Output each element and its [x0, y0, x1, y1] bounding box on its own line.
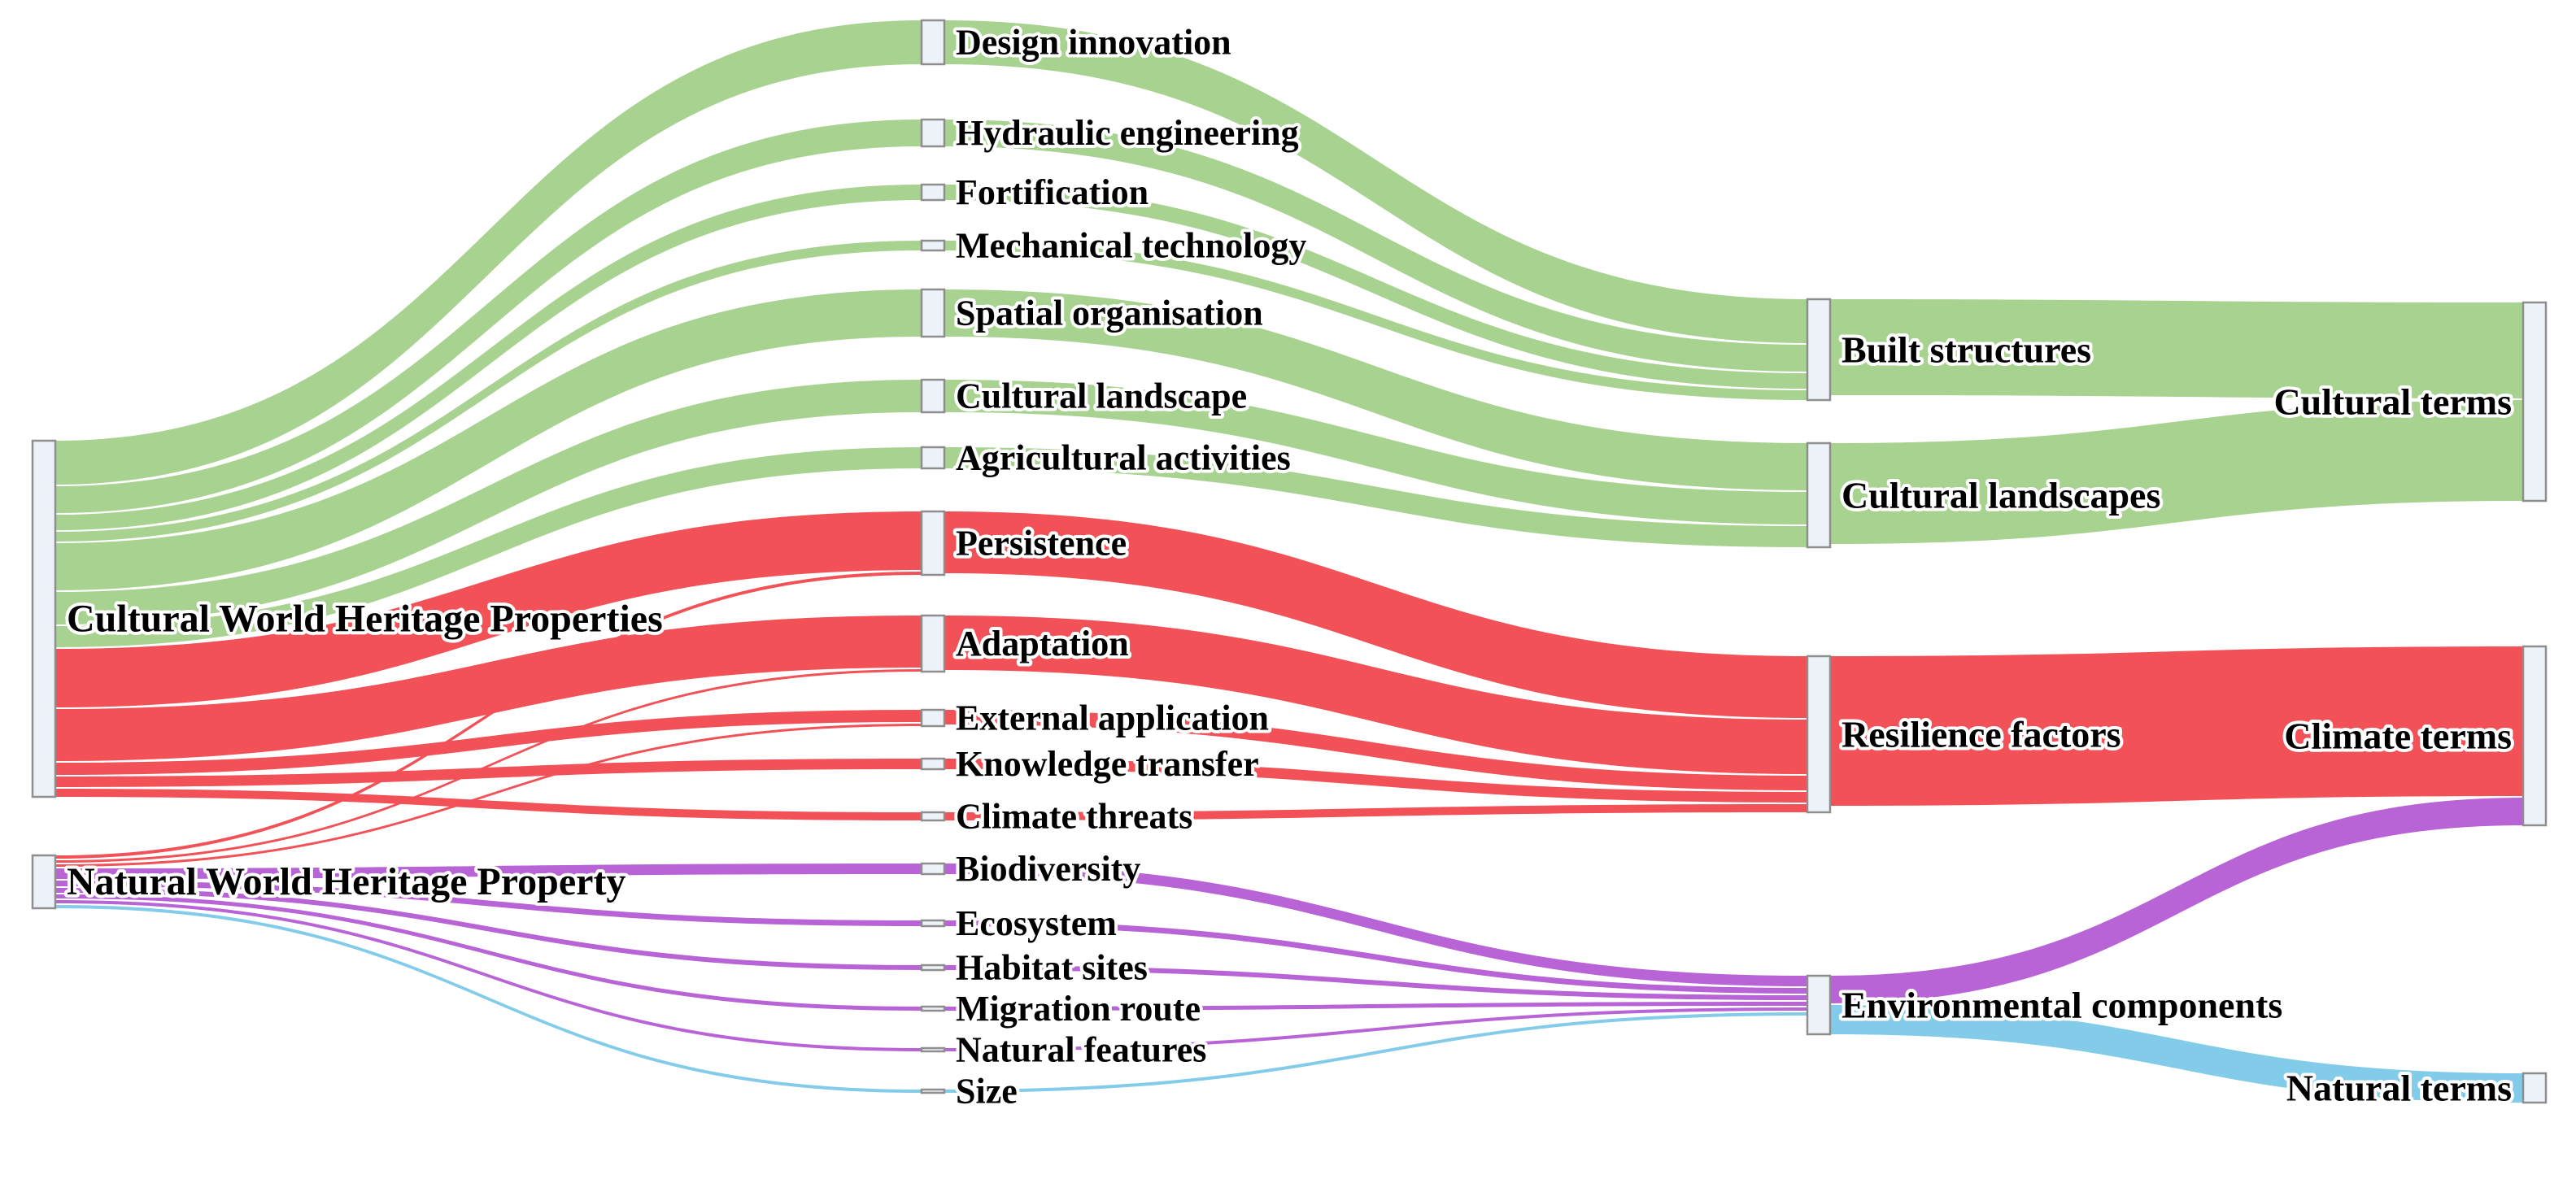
link-nwhp-adaptation[interactable] [55, 669, 922, 863]
label-external: External application [956, 698, 1269, 738]
node-knowledge[interactable] [920, 757, 946, 771]
link-agricultural-cultural_landscapes[interactable] [944, 447, 1807, 547]
label-cultural_terms: Cultural terms [2273, 381, 2512, 423]
label-built: Built structures [1842, 329, 2091, 371]
label-hydraulic: Hydraulic engineering [956, 113, 1299, 153]
link-climate_threats-resilience[interactable] [944, 804, 1807, 820]
link-cwhp-persistence[interactable] [55, 511, 922, 707]
link-nwhp-migration[interactable] [55, 894, 922, 1011]
node-cultural_landscape[interactable] [920, 378, 946, 414]
node-habitat[interactable] [920, 964, 946, 972]
link-nwhp-biodiversity[interactable] [55, 864, 922, 879]
link-cwhp-fortification[interactable] [55, 185, 922, 530]
link-cwhp-knowledge[interactable] [55, 759, 922, 787]
link-fortification-built[interactable] [944, 185, 1807, 389]
node-cultural_terms[interactable] [2522, 301, 2548, 502]
label-design: Design innovation [956, 23, 1231, 63]
link-spatial-cultural_landscapes[interactable] [944, 289, 1807, 490]
label-spatial: Spatial organisation [956, 294, 1263, 333]
node-natural_features[interactable] [920, 1046, 946, 1053]
link-nwhp-natural_features[interactable] [55, 900, 922, 1051]
link-cwhp-agricultural[interactable] [55, 447, 922, 647]
node-natural_terms[interactable] [2522, 1072, 2548, 1104]
label-climate_threats: Climate threats [956, 797, 1192, 837]
node-climate_threats[interactable] [920, 811, 946, 822]
link-cwhp-cultural_landscape[interactable] [55, 380, 922, 624]
link-knowledge-resilience[interactable] [944, 759, 1807, 803]
node-nwhp[interactable] [31, 854, 57, 910]
node-built[interactable] [1806, 298, 1832, 402]
link-ecosystem-env[interactable] [944, 920, 1807, 994]
label-nwhp: Natural World Heritage Property [67, 860, 625, 903]
link-size-env[interactable] [944, 1012, 1807, 1093]
node-fortification[interactable] [920, 183, 946, 202]
link-habitat-env[interactable] [944, 965, 1807, 1000]
node-mechanical[interactable] [920, 239, 946, 252]
node-size[interactable] [920, 1088, 946, 1094]
link-cwhp-adaptation[interactable] [55, 616, 922, 761]
label-resilience: Resilience factors [1842, 714, 2121, 755]
link-cwhp-external[interactable] [55, 710, 922, 775]
link-hydraulic-built[interactable] [944, 120, 1807, 372]
link-nwhp-habitat[interactable] [55, 888, 922, 970]
link-natural_features-env[interactable] [944, 1007, 1807, 1051]
node-cultural_landscapes[interactable] [1806, 442, 1832, 549]
node-external[interactable] [920, 708, 946, 728]
link-nwhp-external[interactable] [55, 724, 922, 867]
node-resilience[interactable] [1806, 655, 1832, 814]
node-hydraulic[interactable] [920, 118, 946, 148]
node-design[interactable] [920, 19, 946, 66]
link-migration-env[interactable] [944, 1002, 1807, 1011]
label-migration: Migration route [956, 989, 1201, 1029]
link-cwhp-hydraulic[interactable] [55, 120, 922, 513]
label-natural_features: Natural features [956, 1030, 1206, 1070]
node-persistence[interactable] [920, 510, 946, 576]
label-natural_terms: Natural terms [2286, 1068, 2512, 1109]
label-cultural_landscape: Cultural landscape [956, 376, 1247, 416]
link-biodiversity-env[interactable] [944, 864, 1807, 986]
label-cultural_landscapes: Cultural landscapes [1842, 475, 2160, 516]
node-spatial[interactable] [920, 288, 946, 338]
link-adaptation-resilience[interactable] [944, 616, 1807, 774]
label-size: Size [956, 1072, 1018, 1112]
link-external-resilience[interactable] [944, 710, 1807, 790]
label-mechanical: Mechanical technology [956, 226, 1306, 266]
link-nwhp-ecosystem[interactable] [55, 881, 922, 926]
node-climate_terms[interactable] [2522, 645, 2548, 827]
link-mechanical-built[interactable] [944, 241, 1807, 400]
link-cwhp-mechanical[interactable] [55, 241, 922, 542]
link-env-natural_terms[interactable] [1830, 1005, 2523, 1103]
label-biodiversity: Biodiversity [956, 849, 1140, 889]
link-cwhp-design[interactable] [55, 20, 922, 485]
label-ecosystem: Ecosystem [956, 903, 1117, 943]
label-climate_terms: Climate terms [2284, 716, 2512, 757]
label-cwhp: Cultural World Heritage Properties [67, 598, 663, 641]
node-ecosystem[interactable] [920, 919, 946, 928]
node-cwhp[interactable] [31, 439, 57, 798]
link-resilience-climate_terms[interactable] [1830, 646, 2523, 806]
node-adaptation[interactable] [920, 614, 946, 673]
link-cwhp-spatial[interactable] [55, 289, 922, 590]
link-design-built[interactable] [944, 20, 1807, 343]
link-cultural_landscape-cultural_landscapes[interactable] [944, 380, 1807, 524]
link-env-climate_terms[interactable] [1830, 798, 2523, 1003]
link-built-cultural_terms[interactable] [1830, 299, 2523, 398]
label-env: Environmental components [1842, 985, 2282, 1026]
link-persistence-resilience[interactable] [944, 511, 1807, 718]
link-nwhp-size[interactable] [55, 905, 922, 1093]
label-fortification: Fortification [956, 172, 1149, 212]
link-cwhp-climate_threats[interactable] [55, 789, 922, 820]
link-cultural_landscapes-cultural_terms[interactable] [1830, 400, 2523, 544]
label-agricultural: Agricultural activities [956, 438, 1291, 478]
node-biodiversity[interactable] [920, 862, 946, 876]
node-migration[interactable] [920, 1005, 946, 1012]
label-habitat: Habitat sites [956, 948, 1148, 988]
label-knowledge: Knowledge transfer [956, 744, 1259, 784]
label-persistence: Persistence [956, 524, 1127, 563]
label-adaptation: Adaptation [956, 624, 1129, 663]
node-env[interactable] [1806, 974, 1832, 1036]
node-agricultural[interactable] [920, 446, 946, 470]
link-nwhp-persistence[interactable] [55, 572, 922, 859]
